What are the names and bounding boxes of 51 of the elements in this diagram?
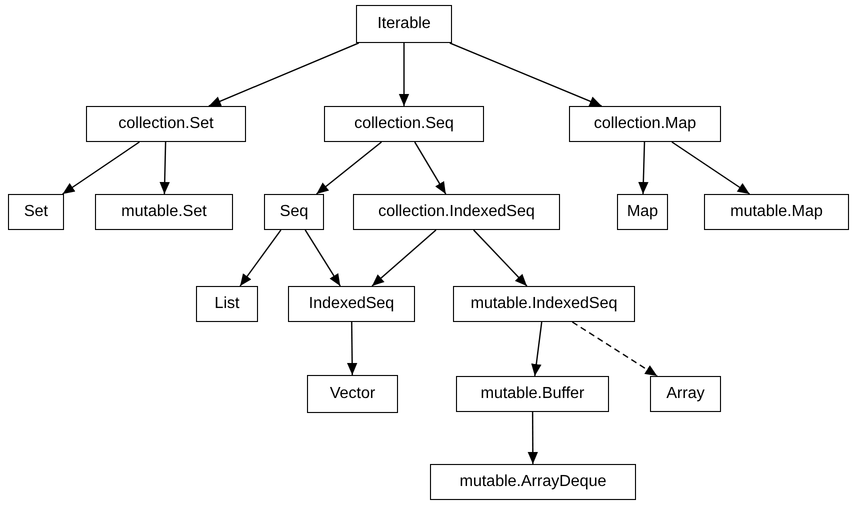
class-box: [569, 106, 721, 142]
class-box: [453, 286, 635, 322]
arrow: [347, 322, 358, 375]
class-box: [86, 106, 246, 142]
arrow: [531, 322, 542, 376]
class-box: [95, 194, 233, 230]
class-name: mutable.IndexedSeq: [470, 294, 618, 314]
arrow: [240, 230, 282, 286]
arrow: [572, 321, 658, 377]
class-name: Array: [666, 384, 705, 404]
arrow: [372, 230, 436, 286]
class-name: IndexedSeq: [308, 294, 394, 314]
class-box: [617, 194, 668, 230]
class-name: Seq: [280, 202, 308, 222]
arrow: [473, 230, 528, 286]
class-box: [324, 106, 484, 142]
class-name: collection.Set: [118, 114, 214, 134]
class-name: mutable.Buffer: [480, 384, 584, 404]
class-name: Vector: [330, 384, 376, 404]
class-name: Map: [626, 202, 658, 222]
class-name: mutable.ArrayDeque: [460, 472, 606, 492]
class-name: collection.IndexedSeq: [378, 202, 535, 222]
class-box: [196, 286, 258, 322]
class-box: [704, 194, 849, 230]
class-name: collection.Seq: [354, 114, 454, 134]
arrow: [414, 142, 446, 194]
class-box: [353, 194, 560, 230]
class-name: collection.Map: [594, 114, 696, 134]
class-name: mutable.Map: [730, 202, 823, 222]
arrow: [528, 412, 538, 464]
class-box: [8, 194, 64, 230]
arrow: [638, 142, 648, 194]
class-name: Set: [24, 202, 48, 222]
class-box: [650, 376, 721, 412]
class-box: [456, 376, 609, 412]
class-box: [430, 464, 636, 500]
arrow: [208, 42, 360, 107]
class-box: [307, 375, 398, 413]
class-name: List: [214, 294, 240, 314]
arrow: [304, 230, 341, 286]
class-box: [264, 194, 324, 230]
arrow: [160, 142, 170, 194]
class-name: mutable.Set: [121, 202, 207, 222]
arrow: [62, 141, 140, 195]
arrow: [672, 141, 750, 195]
class-box: [356, 5, 452, 43]
arrow: [450, 42, 602, 107]
class-name: Iterable: [377, 14, 431, 34]
arrow: [398, 43, 410, 106]
class-box: [288, 286, 415, 322]
arrow: [316, 142, 382, 194]
